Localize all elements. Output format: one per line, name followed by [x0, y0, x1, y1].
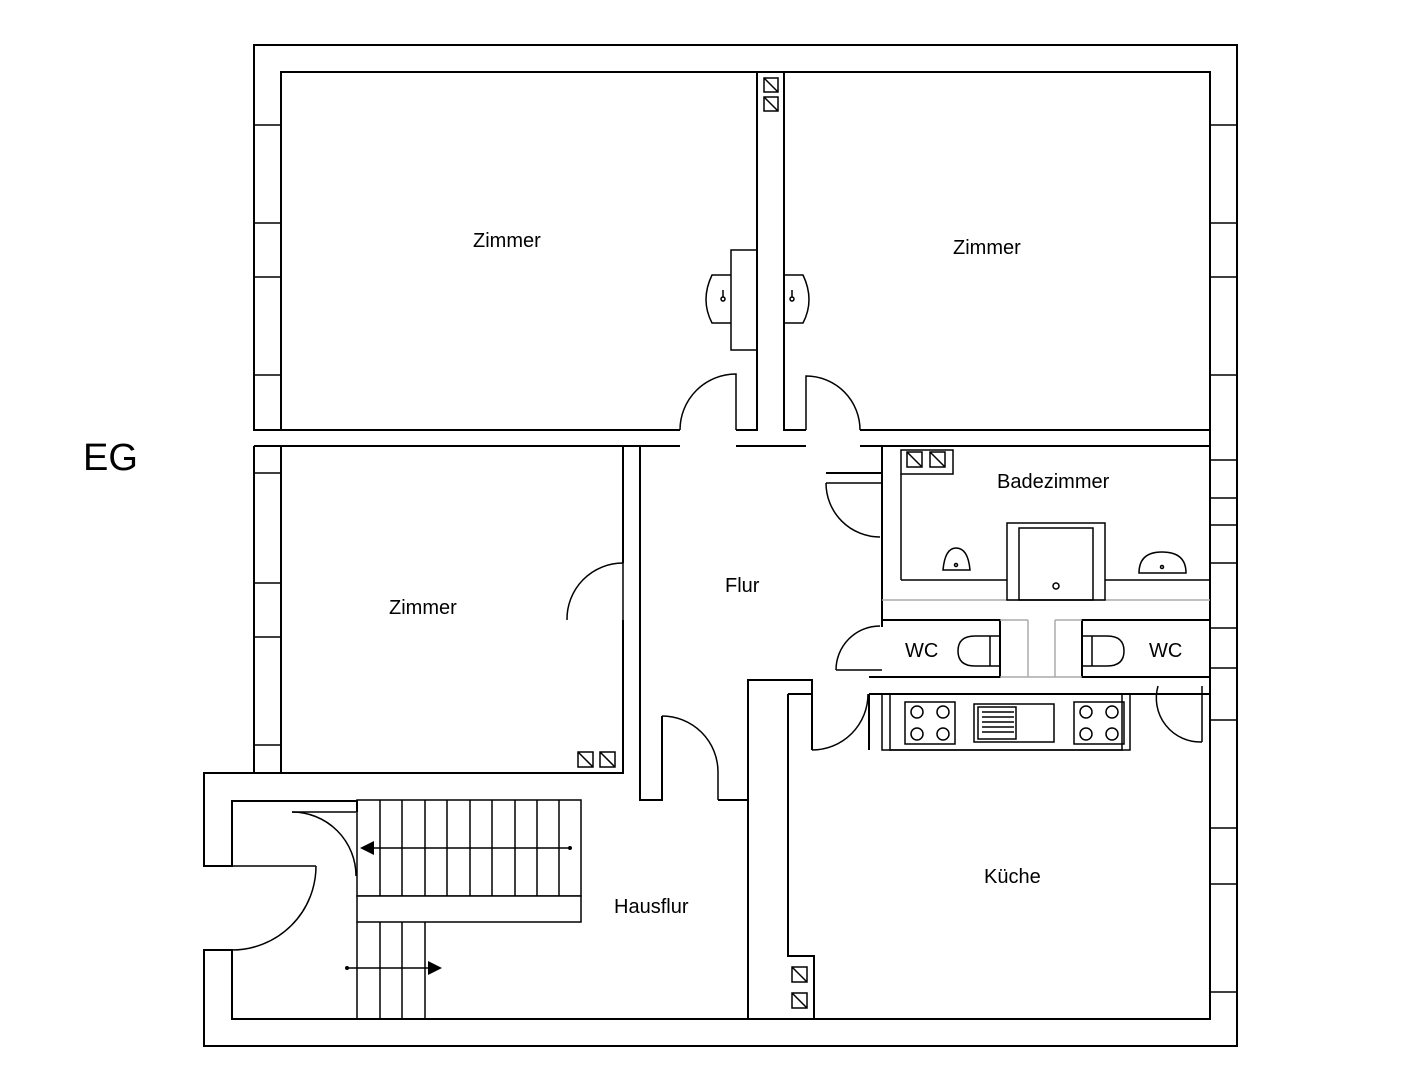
wall-partition-top [756, 72, 785, 430]
door-top-right [805, 375, 861, 431]
windows-left [253, 124, 282, 746]
staircase [345, 799, 582, 1019]
label-kitchen: Küche [984, 866, 1041, 888]
wc-rooms [835, 619, 1211, 743]
bathroom [825, 449, 1210, 601]
label-hallway: Flur [725, 575, 760, 597]
radiator-pair [705, 249, 810, 351]
label-room-mid-left: Zimmer [389, 597, 457, 619]
door-mid-left [566, 562, 624, 621]
label-entrance-hall: Hausflur [614, 896, 689, 918]
door-hausflur [661, 715, 719, 800]
door-kitchen [811, 693, 869, 751]
floor-label: EG [83, 437, 138, 479]
chimney-mid [577, 751, 616, 768]
label-wc-left: WC [905, 640, 938, 662]
label-bathroom: Badezimmer [997, 471, 1110, 493]
kitchen [787, 693, 1131, 1019]
windows-right [1209, 124, 1238, 993]
label-wc-right: WC [1149, 640, 1182, 662]
door-top-left [679, 373, 737, 431]
wall-hallway-lower [639, 679, 1210, 801]
label-room-top-right: Zimmer [953, 237, 1021, 259]
chimney-top [763, 77, 779, 112]
label-room-top-left: Zimmer [473, 230, 541, 252]
door-entrance [231, 811, 357, 951]
